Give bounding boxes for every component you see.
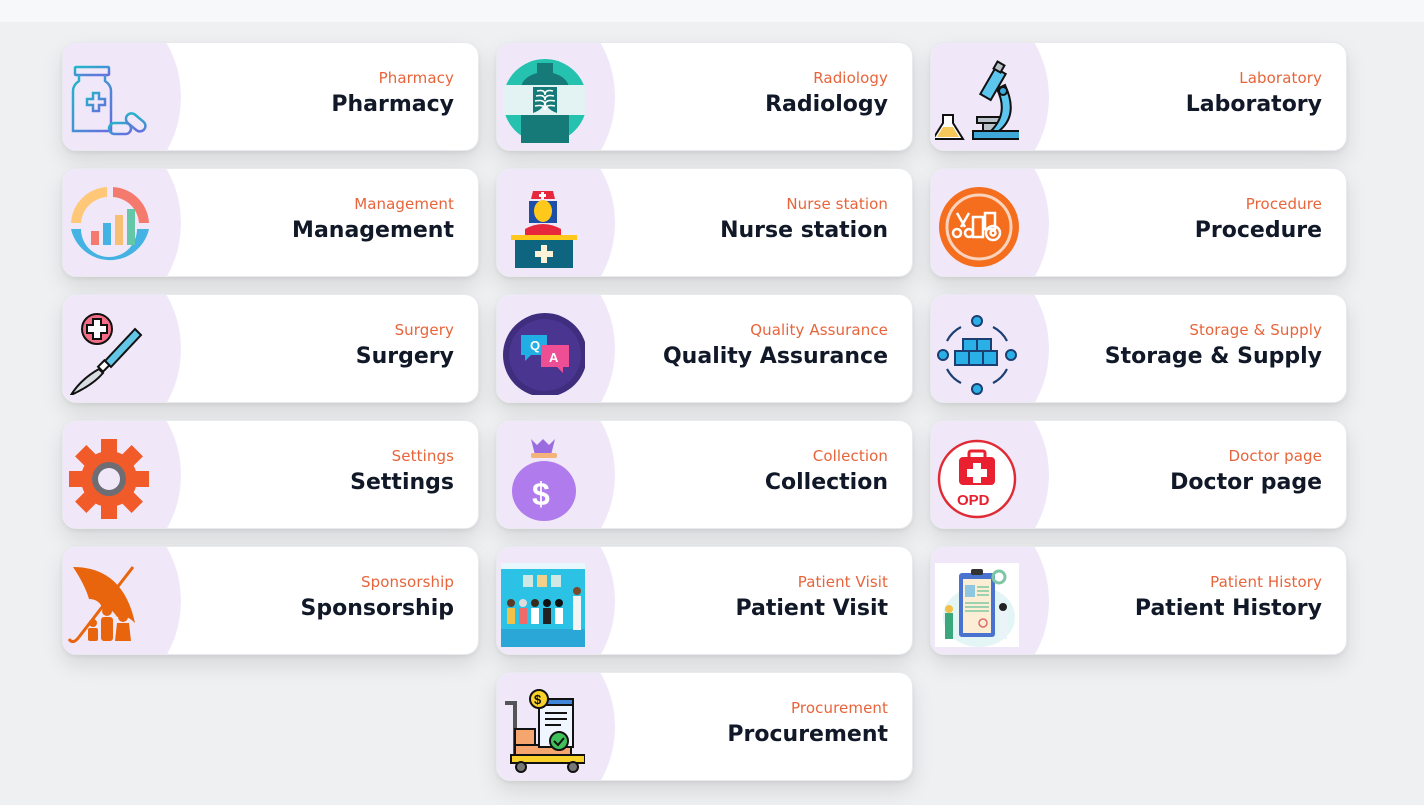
module-card-radiology[interactable]: Radiology Radiology [496, 42, 913, 151]
card-title: Radiology [765, 92, 888, 117]
module-card-patient-history[interactable]: Patient History Patient History [930, 546, 1347, 655]
card-subtitle: Surgery [394, 321, 454, 339]
module-card-management[interactable]: Management Management [62, 168, 479, 277]
clipboard-history-icon [933, 561, 1021, 649]
card-title: Quality Assurance [662, 344, 888, 369]
card-title: Management [292, 218, 454, 243]
card-title: Patient History [1134, 596, 1322, 621]
card-subtitle: Doctor page [1228, 447, 1322, 465]
card-title: Sponsorship [300, 596, 454, 621]
card-subtitle: Storage & Supply [1189, 321, 1322, 339]
card-subtitle: Procedure [1245, 195, 1322, 213]
top-bar [0, 0, 1424, 22]
svg-text:$: $ [534, 692, 542, 707]
card-subtitle: Radiology [813, 69, 888, 87]
card-subtitle: Patient History [1210, 573, 1322, 591]
umbrella-family-icon [65, 561, 153, 649]
card-subtitle: Quality Assurance [750, 321, 888, 339]
module-card-collection[interactable]: $ Collection Collection [496, 420, 913, 529]
card-subtitle: Laboratory [1239, 69, 1322, 87]
scalpel-icon [65, 309, 153, 397]
module-card-sponsorship[interactable]: Sponsorship Sponsorship [62, 546, 479, 655]
xray-chest-icon [499, 57, 587, 145]
module-card-settings[interactable]: Settings Settings [62, 420, 479, 529]
card-title: Surgery [355, 344, 454, 369]
card-title: Patient Visit [735, 596, 888, 621]
card-title: Storage & Supply [1104, 344, 1322, 369]
module-card-storage-supply[interactable]: Storage & Supply Storage & Supply [930, 294, 1347, 403]
card-title: Procurement [727, 722, 888, 747]
module-card-doctor-page[interactable]: OPD Doctor page Doctor page [930, 420, 1347, 529]
card-title: Collection [764, 470, 888, 495]
card-subtitle: Management [354, 195, 454, 213]
card-subtitle: Patient Visit [797, 573, 888, 591]
svg-text:$: $ [532, 476, 550, 512]
money-bag-icon: $ [499, 435, 587, 523]
gear-icon [65, 435, 153, 523]
procurement-cart-icon: $ [499, 687, 587, 775]
module-card-patient-visit[interactable]: Patient Visit Patient Visit [496, 546, 913, 655]
chart-ring-icon [65, 183, 153, 271]
pill-bottle-icon [65, 57, 153, 145]
card-title: Procedure [1194, 218, 1322, 243]
opd-kit-icon: OPD [933, 435, 1021, 523]
card-title: Pharmacy [331, 92, 454, 117]
module-card-procedure[interactable]: Procedure Procedure [930, 168, 1347, 277]
card-title: Settings [350, 470, 454, 495]
module-card-nurse-station[interactable]: Nurse station Nurse station [496, 168, 913, 277]
card-subtitle: Sponsorship [361, 573, 454, 591]
microscope-icon [933, 57, 1021, 145]
card-subtitle: Collection [812, 447, 888, 465]
module-card-procurement[interactable]: $ Procurement Procurement [496, 672, 913, 781]
card-title: Doctor page [1170, 470, 1322, 495]
module-card-pharmacy[interactable]: Pharmacy Pharmacy [62, 42, 479, 151]
boxes-icon [933, 309, 1021, 397]
nurse-desk-icon [499, 183, 587, 271]
module-card-surgery[interactable]: Surgery Surgery [62, 294, 479, 403]
qa-bubbles-icon: Q A [499, 309, 587, 397]
svg-text:A: A [549, 350, 559, 365]
card-title: Laboratory [1185, 92, 1322, 117]
module-grid: Pharmacy Pharmacy Radiology Radiology [62, 42, 1347, 781]
card-subtitle: Procurement [791, 699, 888, 717]
card-subtitle: Settings [391, 447, 454, 465]
card-subtitle: Nurse station [786, 195, 888, 213]
card-title: Nurse station [720, 218, 888, 243]
waiting-room-icon [499, 561, 587, 649]
svg-text:Q: Q [530, 338, 540, 353]
svg-text:OPD: OPD [957, 492, 990, 509]
card-subtitle: Pharmacy [378, 69, 454, 87]
module-card-quality-assurance[interactable]: Q A Quality Assurance Quality Assurance [496, 294, 913, 403]
procedure-kit-icon [933, 183, 1021, 271]
module-card-laboratory[interactable]: Laboratory Laboratory [930, 42, 1347, 151]
